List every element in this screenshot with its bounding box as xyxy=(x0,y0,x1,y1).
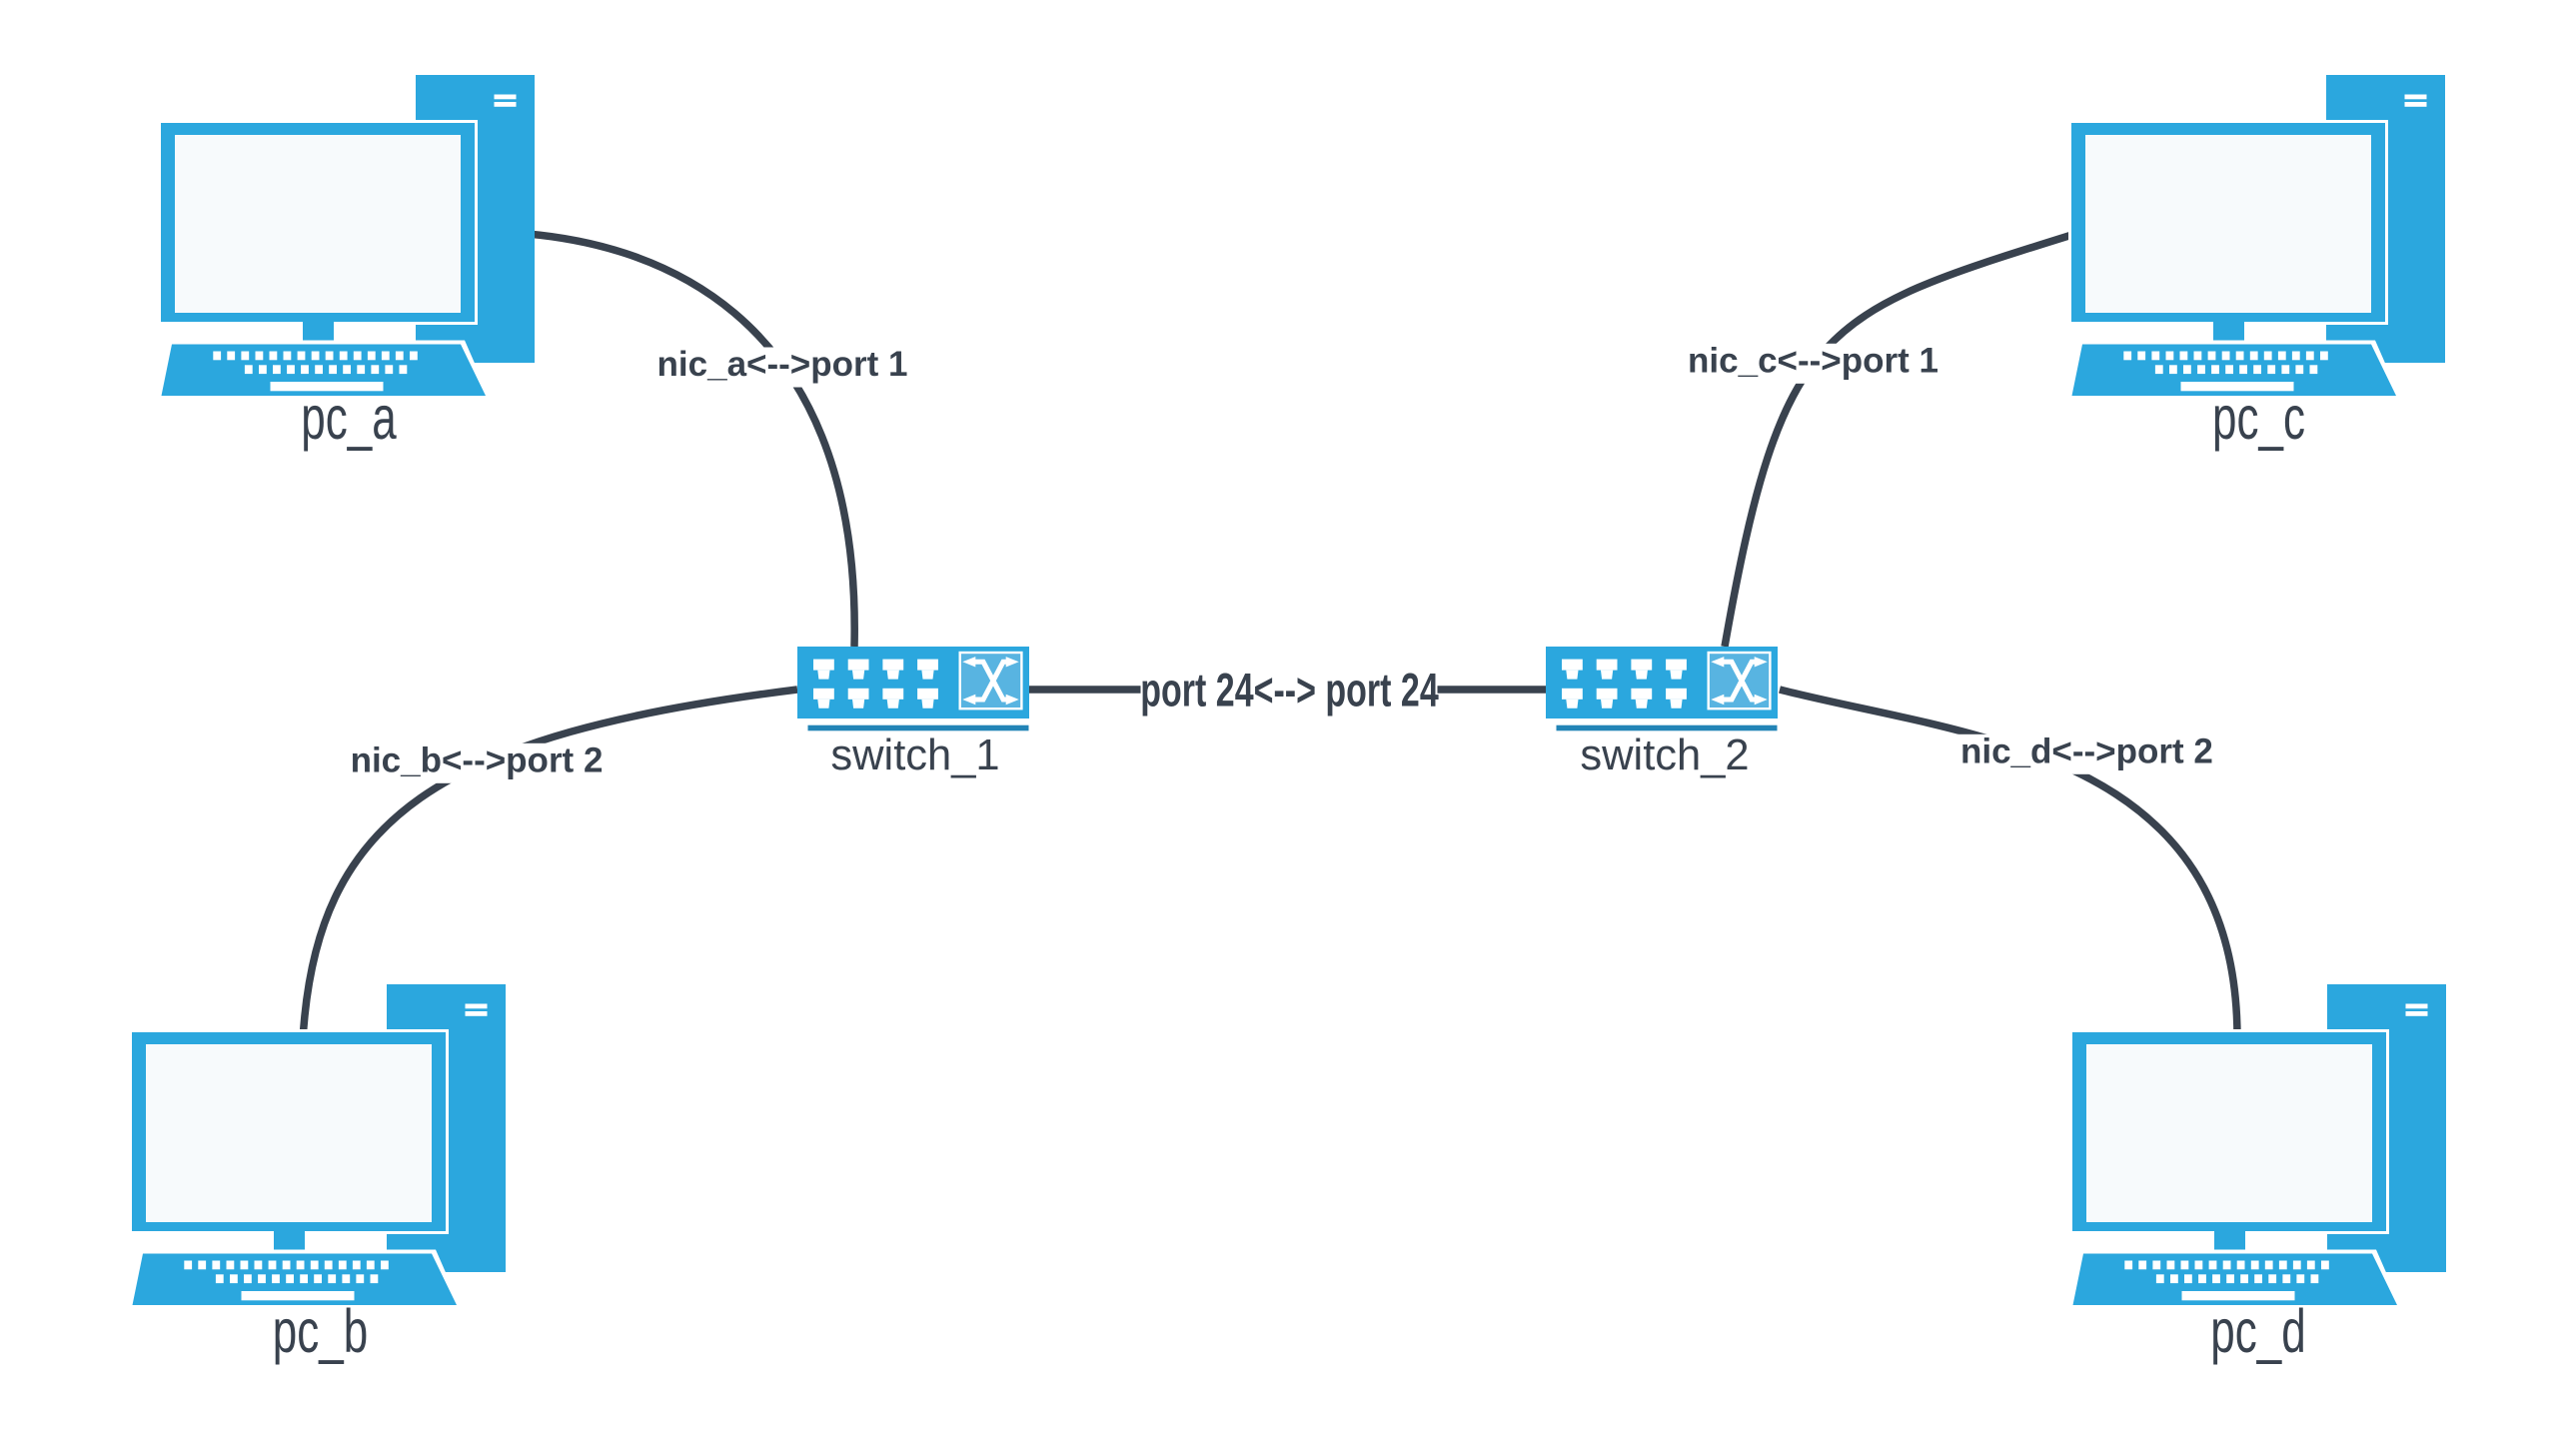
svg-text:port 24<--> port 24: port 24<--> port 24 xyxy=(1140,664,1438,716)
svg-text:pc_c: pc_c xyxy=(2212,385,2305,453)
svg-text:switch_1: switch_1 xyxy=(830,731,999,779)
svg-text:pc_a: pc_a xyxy=(301,385,397,453)
svg-text:switch_2: switch_2 xyxy=(1580,731,1749,779)
svg-text:nic_a<-->port 1: nic_a<-->port 1 xyxy=(657,345,908,384)
svg-text:nic_d<-->port 2: nic_d<-->port 2 xyxy=(1960,732,2213,771)
svg-text:nic_c<-->port 1: nic_c<-->port 1 xyxy=(1688,342,1938,381)
svg-text:nic_b<-->port 2: nic_b<-->port 2 xyxy=(351,741,604,780)
svg-text:pc_b: pc_b xyxy=(273,1298,368,1366)
svg-text:pc_d: pc_d xyxy=(2210,1298,2305,1366)
